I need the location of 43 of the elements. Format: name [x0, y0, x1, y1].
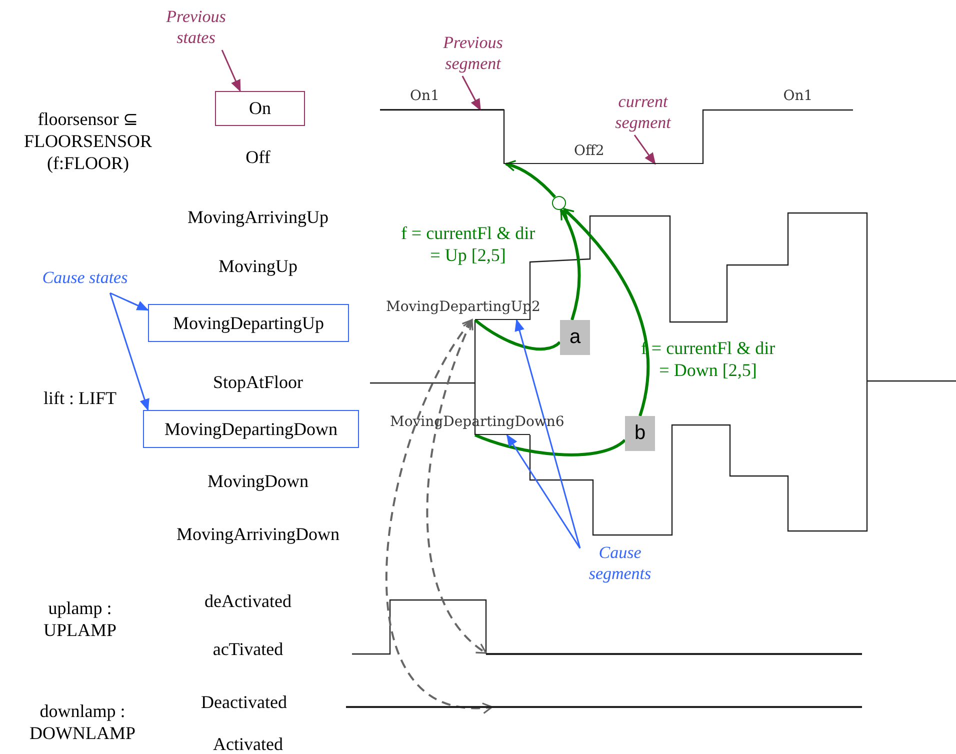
- annotation-text: Cause states: [28, 267, 142, 293]
- arrow: [505, 160, 556, 198]
- arrow: [634, 134, 656, 165]
- connector-line: [474, 318, 561, 350]
- segment-label: On1: [782, 87, 814, 105]
- state-name: Activated: [212, 733, 284, 754]
- arrow: [560, 209, 581, 320]
- state-name: MovingUp: [217, 255, 298, 277]
- arrow: [221, 50, 241, 92]
- arrow: [462, 76, 482, 111]
- annotation-text: Previous segment: [420, 32, 526, 76]
- state-box: MovingDepartingDown: [143, 410, 359, 448]
- signal-name: lift : LIFT: [42, 387, 118, 409]
- arrow: [506, 434, 581, 549]
- signal-name: uplamp : UPLAMP: [42, 597, 118, 641]
- edge-label: f = currentFl & dir = Up [2,5]: [400, 222, 536, 266]
- dashed-arrow: [386, 319, 493, 713]
- state-name: Off: [244, 146, 272, 168]
- annotation-text: Previous states: [146, 6, 246, 50]
- state-name: acTivated: [212, 638, 284, 660]
- state-name: deActivated: [204, 590, 292, 612]
- dashed-arrow: [426, 319, 487, 654]
- state-name: MovingArrivingDown: [176, 523, 340, 545]
- annotation-text: Cause segments: [570, 542, 670, 586]
- state-name: MovingArrivingUp: [186, 206, 330, 228]
- signal-segment: Off2: [504, 141, 703, 164]
- state-name: Deactivated: [200, 691, 288, 713]
- signal-name: floorsensor ⊆ FLOORSENSOR (f:FLOOR): [22, 108, 154, 174]
- arrow: [514, 319, 581, 548]
- tag-box: b: [625, 416, 655, 451]
- annotation-text: current segment: [590, 91, 696, 135]
- signal-name: downlamp : DOWNLAMP: [28, 700, 136, 744]
- state-name: StopAtFloor: [212, 371, 304, 393]
- state-name: MovingDown: [206, 470, 310, 492]
- state-box: On: [215, 91, 305, 126]
- junction-circle: [552, 196, 566, 210]
- signal-segment: On1: [380, 86, 504, 110]
- arrow: [110, 292, 149, 311]
- arrow: [109, 292, 150, 411]
- connector-line: [474, 434, 626, 456]
- arrow: [562, 208, 650, 416]
- state-box: MovingDepartingUp: [148, 304, 349, 342]
- tag-box: a: [560, 320, 590, 355]
